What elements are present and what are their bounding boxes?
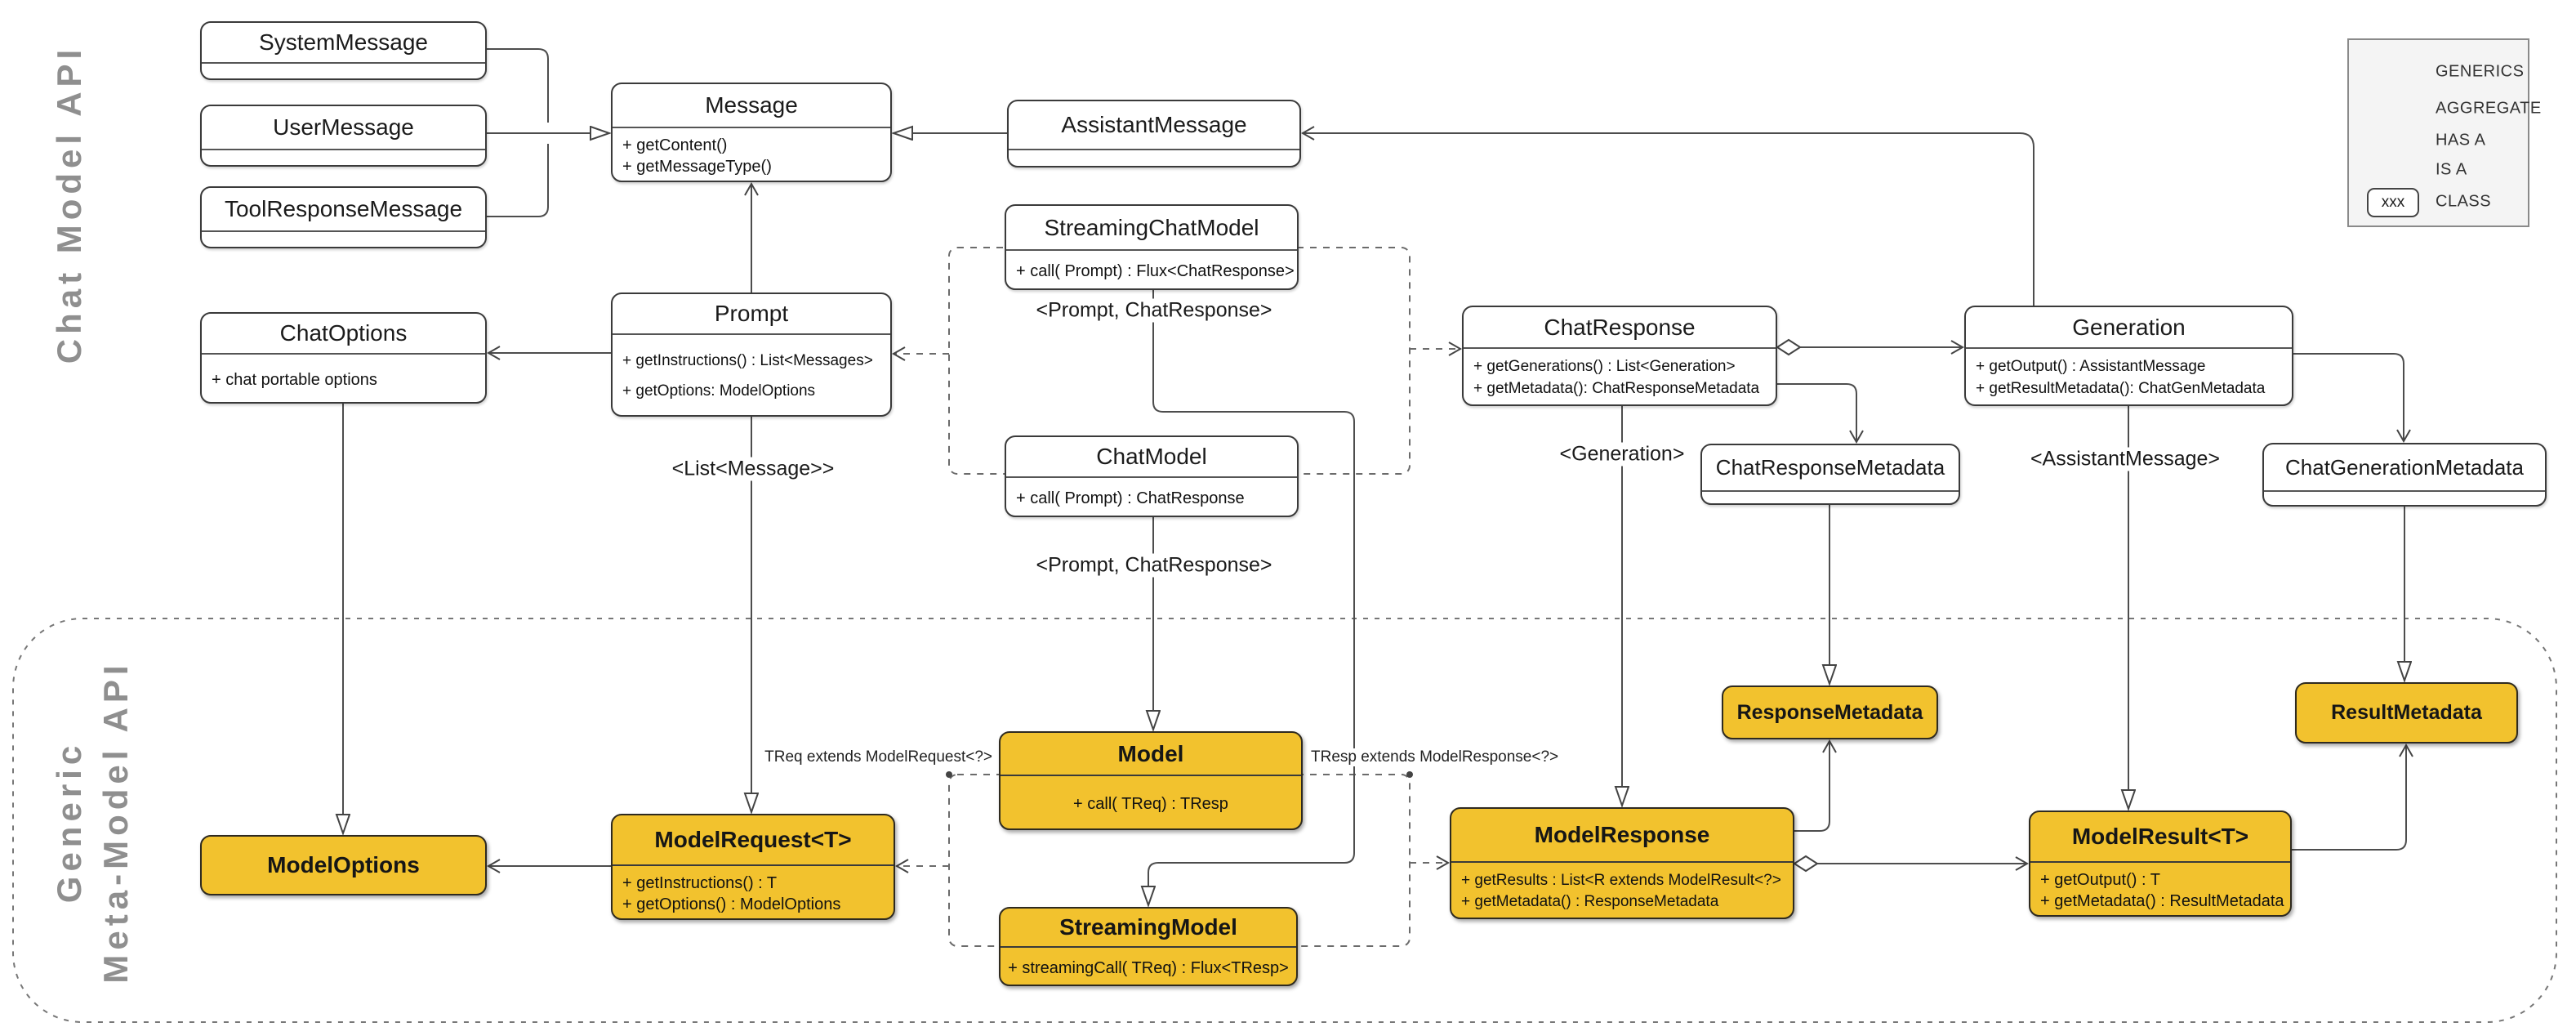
edge-modelresponse-hasa-responsemetadata: [1794, 739, 1837, 832]
class-method: + getMetadata() : ResponseMetadata: [1461, 893, 1719, 911]
class-method: + call( Prompt) : ChatResponse: [1016, 489, 1245, 507]
edge-chatresponse-hasa-chatresponsemetadata: [1777, 383, 1864, 444]
label-treq-bound: TReq extends ModelRequest<?>: [762, 748, 995, 766]
class-title: ChatGenerationMetadata: [2285, 454, 2524, 480]
class-title: ChatResponseMetadata: [1715, 455, 1945, 480]
label-chat-model-generics: <Prompt, ChatResponse>: [1029, 553, 1279, 578]
class-tool-response-message: ToolResponseMessage: [200, 186, 487, 248]
class-method: + getMessageType(): [622, 158, 772, 176]
class-user-message: UserMessage: [200, 105, 487, 167]
class-chat-options: ChatOptions + chat portable options: [200, 312, 487, 404]
class-title: ResultMetadata: [2331, 701, 2482, 724]
class-title: ToolResponseMessage: [224, 196, 463, 221]
class-chat-response-metadata: ChatResponseMetadata: [1700, 444, 1960, 505]
class-method: + getResults : List<R extends ModelResul…: [1461, 871, 1781, 889]
class-title: ModelOptions: [267, 852, 420, 877]
class-result-metadata: ResultMetadata: [2295, 682, 2518, 744]
label-streaming-chat-model-generics: <Prompt, ChatResponse>: [1029, 298, 1279, 323]
class-title: Generation: [2072, 314, 2186, 340]
class-title: Prompt: [714, 301, 789, 326]
edge-systemmessage-bus: [487, 48, 549, 123]
class-title: SystemMessage: [259, 29, 428, 55]
class-prompt: Prompt + getInstructions() : List<Messag…: [611, 292, 892, 417]
class-method: + getInstructions() : List<Messages>: [622, 352, 873, 370]
class-title: ModelResult<T>: [2071, 824, 2249, 849]
legend-item-generics: GENERICS: [2436, 62, 2525, 81]
class-streaming-model: StreamingModel + streamingCall( TReq) : …: [999, 907, 1298, 986]
class-method: + getOptions: ModelOptions: [622, 382, 816, 400]
class-method: + chat portable options: [212, 371, 377, 389]
class-model-request: ModelRequest<T> + getInstructions() : T …: [611, 814, 895, 920]
class-title: ResponseMetadata: [1736, 700, 1923, 724]
class-method: + getOutput() : AssistantMessage: [1976, 358, 2206, 376]
class-method: + call( Prompt) : Flux<ChatResponse>: [1016, 262, 1295, 280]
class-chat-generation-metadata: ChatGenerationMetadata: [2262, 443, 2547, 507]
class-chat-response: ChatResponse + getGenerations() : List<G…: [1462, 306, 1777, 406]
class-method: + getMetadata() : ResultMetadata: [2040, 892, 2284, 910]
class-method: + call( TReq) : TResp: [1073, 795, 1228, 813]
legend-item-is-a: IS A: [2436, 160, 2467, 179]
class-model: Model + call( TReq) : TResp: [999, 731, 1303, 830]
class-method: + getGenerations() : List<Generation>: [1473, 358, 1736, 376]
label-tresp-bound: TResp extends ModelResponse<?>: [1308, 748, 1562, 766]
class-title: ModelResponse: [1534, 822, 1710, 847]
generic-meta-model-region-border: [12, 618, 2557, 1023]
class-method: + getOutput() : T: [2040, 871, 2160, 889]
class-model-options: ModelOptions: [200, 835, 487, 895]
class-method: + getInstructions() : T: [622, 874, 778, 892]
class-chat-model: ChatModel + call( Prompt) : ChatResponse: [1005, 435, 1299, 517]
edge-toolresponsemessage-bus: [487, 144, 549, 217]
class-generation: Generation + getOutput() : AssistantMess…: [1964, 306, 2293, 406]
label-prompt-generics: <List<Message>>: [665, 457, 841, 481]
class-title: Message: [705, 92, 798, 118]
edge-generation-hasa-assistantmessage: [1300, 126, 2035, 306]
class-method: + getOptions() : ModelOptions: [622, 895, 841, 913]
class-title: StreamingModel: [1059, 914, 1237, 940]
label-chat-response-generics: <Generation>: [1553, 442, 1691, 467]
class-title: Model: [1117, 740, 1184, 766]
class-method: + getContent(): [622, 136, 728, 154]
edge-streamingchatmodel-isa-streamingmodel: [1148, 290, 1355, 905]
class-assistant-message: AssistantMessage: [1007, 100, 1301, 167]
class-method: + getMetadata(): ChatResponseMetadata: [1473, 380, 1760, 398]
class-title: AssistantMessage: [1061, 112, 1247, 137]
class-response-metadata: ResponseMetadata: [1722, 685, 1938, 739]
class-method: + getResultMetadata(): ChatGenMetadata: [1976, 380, 2266, 398]
edge-modelresult-hasa-resultmetadata: [2292, 743, 2413, 851]
legend-item-class: CLASS: [2436, 192, 2492, 211]
legend-class-sample: xxx: [2367, 188, 2419, 217]
class-title: UserMessage: [273, 114, 414, 140]
edge-generation-hasa-chatgenerationmetadata: [2293, 353, 2411, 444]
class-title: StreamingChatModel: [1044, 214, 1259, 240]
class-title: ChatResponse: [1544, 314, 1696, 340]
label-generation-generics: <AssistantMessage>: [2023, 447, 2227, 471]
class-model-response: ModelResponse + getResults : List<R exte…: [1450, 807, 1794, 919]
class-title: ChatModel: [1096, 444, 1207, 469]
class-title: ModelRequest<T>: [654, 827, 852, 852]
legend-item-aggregate: AGGREGATE: [2436, 99, 2542, 118]
class-model-result: ModelResult<T> + getOutput() : T + getMe…: [2029, 810, 2292, 917]
class-message: Message + getContent() + getMessageType(…: [611, 83, 892, 182]
class-method: + streamingCall( TReq) : Flux<TResp>: [1008, 958, 1289, 977]
class-title: ChatOptions: [279, 320, 408, 346]
legend-item-has-a: HAS A: [2436, 131, 2486, 150]
class-streaming-chat-model: StreamingChatModel + call( Prompt) : Flu…: [1005, 204, 1299, 290]
class-system-message: SystemMessage: [200, 21, 487, 80]
